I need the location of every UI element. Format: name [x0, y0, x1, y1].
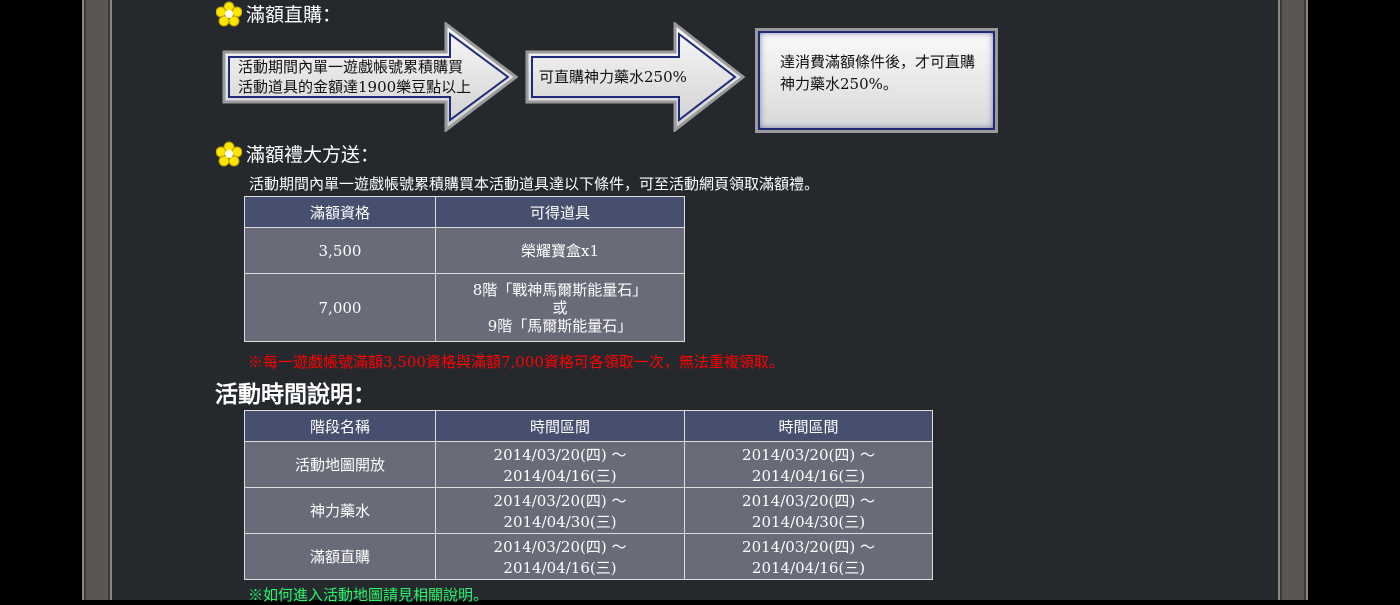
step-2-arrow: 可直購神力藥水250% — [525, 20, 747, 136]
gift-note: ※每一遊戲帳號滿額3,500資格與滿額7,000資格可各領取一次，無法重複領取。 — [248, 353, 784, 371]
section-gift-heading: 滿額禮大方送： — [216, 140, 379, 167]
gift-description: 活動期間內單一遊戲帳號累積購買本活動道具達以下條件，可至活動網頁領取滿額禮。 — [249, 175, 820, 193]
left-frame-border — [82, 0, 112, 600]
schedule-heading: 活動時間說明： — [215, 381, 376, 408]
right-frame-border — [1278, 0, 1308, 600]
section-direct-buy-heading: 滿額直購： — [216, 0, 341, 27]
step-1-arrow: 活動期間內單一遊戲帳號累積購買活動道具的金額達1900樂豆點以上 — [222, 20, 520, 136]
map-note: ※如何進入活動地圖請見相關說明。 — [248, 586, 489, 604]
flower-bullet-icon — [216, 141, 242, 167]
step-3-box: 達消費滿額條件後，才可直購神力藥水250%。 — [755, 28, 998, 133]
